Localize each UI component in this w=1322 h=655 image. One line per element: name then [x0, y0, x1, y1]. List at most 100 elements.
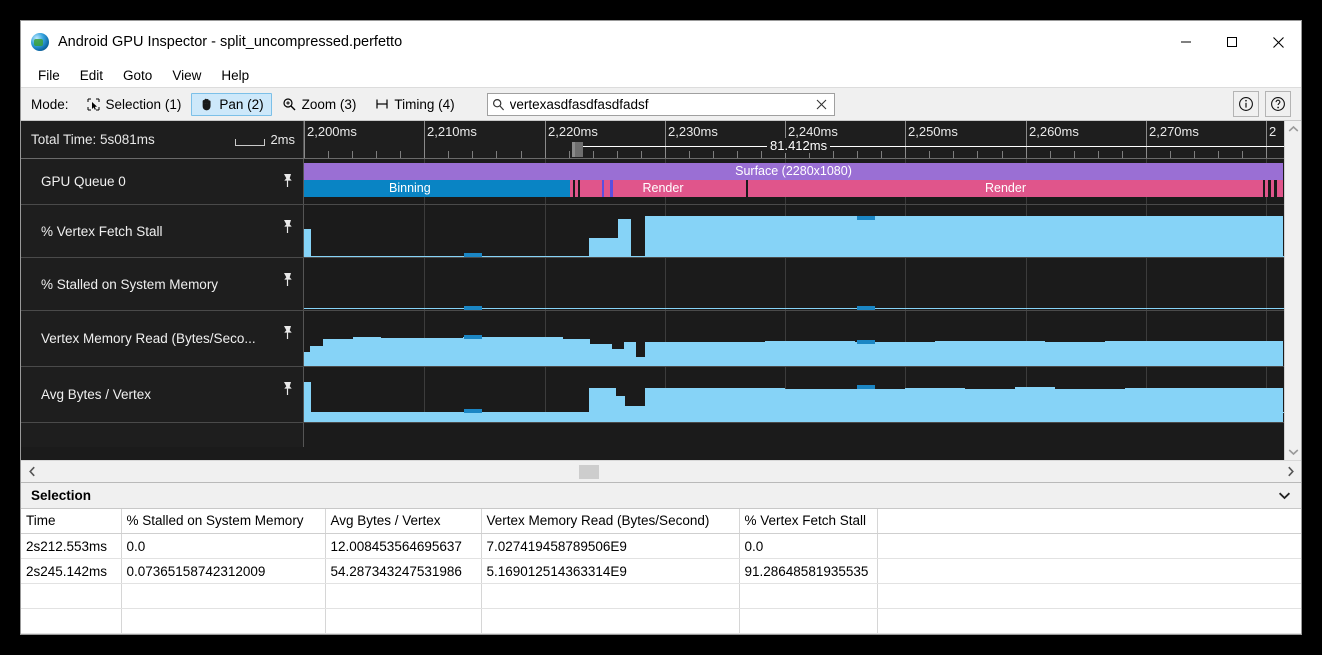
slice-marker[interactable]	[602, 180, 604, 197]
search-input[interactable]	[509, 96, 810, 112]
column-header-time[interactable]: Time	[21, 508, 122, 534]
table-row[interactable]	[21, 608, 1301, 634]
track-canvas-vertex-memory-read[interactable]	[304, 311, 1284, 366]
timeline-vertical-scrollbar[interactable]	[1284, 121, 1301, 460]
cell-avg-bytes-vertex: 54.287343247531986	[325, 558, 482, 584]
cell-avg-bytes-vertex	[325, 583, 482, 609]
slice-gap[interactable]	[570, 180, 573, 197]
slice-surface[interactable]: Surface (2280x1080)	[304, 163, 1283, 180]
timeline-body: Total Time: 5s081ms 2ms 2,200ms 2,210ms	[21, 121, 1301, 460]
menu-help[interactable]: Help	[221, 67, 250, 83]
selection-icon	[86, 97, 101, 112]
table-row[interactable]: 2s212.553ms 0.0 12.008453564695637 7.027…	[21, 533, 1301, 559]
measurement-flag-icon[interactable]	[572, 142, 583, 157]
track-canvas-stalled-system-memory[interactable]	[304, 258, 1284, 310]
chevron-right-icon[interactable]	[1279, 461, 1301, 482]
selection-header[interactable]: Selection	[21, 481, 1301, 509]
track-row[interactable]: % Vertex Fetch Stall	[21, 205, 1284, 258]
slice-render-a[interactable]: Render	[580, 180, 746, 197]
search-box[interactable]	[486, 92, 835, 116]
track-label-avg-bytes-vertex[interactable]: Avg Bytes / Vertex	[21, 367, 304, 422]
track-label-gpu-queue-0[interactable]: GPU Queue 0	[21, 159, 304, 204]
counter-step	[304, 382, 311, 422]
timeline-canvas[interactable]: Total Time: 5s081ms 2ms 2,200ms 2,210ms	[21, 121, 1284, 460]
counter-step	[1045, 342, 1105, 366]
maximize-icon[interactable]	[1209, 21, 1255, 63]
ruler-left-header: Total Time: 5s081ms 2ms	[21, 121, 304, 158]
chevron-down-icon[interactable]	[1278, 491, 1291, 500]
track-row[interactable]: GPU Queue 0 Surface (	[21, 159, 1284, 205]
track-label-vertex-fetch-stall[interactable]: % Vertex Fetch Stall	[21, 205, 304, 257]
chevron-down-icon[interactable]	[1285, 443, 1301, 460]
slice-render-b[interactable]: Render	[748, 180, 1263, 197]
slice-gap[interactable]	[575, 180, 578, 197]
info-icon[interactable]	[1233, 91, 1259, 117]
slice-marker[interactable]	[1265, 180, 1268, 197]
column-header-vertex-memory-read[interactable]: Vertex Memory Read (Bytes/Second)	[481, 508, 740, 534]
measurement-line	[574, 146, 1284, 147]
minimize-icon[interactable]	[1163, 21, 1209, 63]
slice-marker[interactable]	[1277, 180, 1283, 197]
counter-step	[645, 342, 765, 366]
slice-marker[interactable]	[610, 180, 613, 197]
pin-icon[interactable]	[282, 219, 293, 239]
mode-zoom-button[interactable]: Zoom (3)	[274, 93, 365, 116]
menu-file[interactable]: File	[38, 67, 60, 83]
pin-icon[interactable]	[282, 173, 293, 193]
track-row[interactable]: Avg Bytes / Vertex	[21, 367, 1284, 423]
clear-icon[interactable]	[810, 99, 834, 110]
table-row[interactable]: 2s245.142ms 0.07365158742312009 54.28734…	[21, 558, 1301, 584]
track-label-stalled-system-memory[interactable]: % Stalled on System Memory	[21, 258, 304, 310]
counter-step	[785, 389, 905, 422]
horizontal-scroll-thumb[interactable]	[579, 464, 599, 479]
cell-vertex-fetch-stall: 91.28648581935535	[739, 558, 878, 584]
window-title: Android GPU Inspector - split_uncompress…	[58, 34, 403, 50]
menu-edit[interactable]: Edit	[79, 67, 104, 83]
cell-blank	[877, 608, 1301, 634]
pin-icon[interactable]	[282, 325, 293, 345]
tick-label-4: 2,240ms	[788, 124, 838, 139]
table-row[interactable]	[21, 583, 1301, 609]
track-name: GPU Queue 0	[41, 174, 126, 189]
counter-step	[624, 342, 636, 366]
track-canvas-gpu-queue-0[interactable]: Surface (2280x1080) Binning Rende	[304, 159, 1284, 204]
selection-title: Selection	[31, 487, 92, 503]
menu-view[interactable]: View	[172, 67, 202, 83]
cell-time	[21, 583, 122, 609]
chevron-left-icon[interactable]	[21, 461, 43, 482]
column-header-stalled-system-memory[interactable]: % Stalled on System Memory	[121, 508, 326, 534]
timeline-panel: Total Time: 5s081ms 2ms 2,200ms 2,210ms	[21, 121, 1301, 482]
chevron-up-icon[interactable]	[1285, 121, 1301, 138]
counter-step	[636, 357, 645, 366]
slice-marker[interactable]	[1271, 180, 1274, 197]
counter-step	[765, 341, 855, 366]
horizontal-scroll-track[interactable]	[43, 461, 1279, 482]
slice-binning[interactable]: Binning	[304, 180, 570, 197]
track-row[interactable]: Vertex Memory Read (Bytes/Seco...	[21, 311, 1284, 367]
column-header-vertex-fetch-stall[interactable]: % Vertex Fetch Stall	[739, 508, 878, 534]
menu-goto[interactable]: Goto	[123, 67, 153, 83]
pin-icon[interactable]	[282, 272, 293, 292]
mode-pan-button[interactable]: Pan (2)	[191, 92, 272, 116]
track-canvas-vertex-fetch-stall[interactable]	[304, 205, 1284, 257]
column-header-avg-bytes-vertex[interactable]: Avg Bytes / Vertex	[325, 508, 482, 534]
mode-timing-button[interactable]: Timing (4)	[366, 93, 462, 116]
track-label-vertex-memory-read[interactable]: Vertex Memory Read (Bytes/Seco...	[21, 311, 304, 366]
pin-icon[interactable]	[282, 381, 293, 401]
counter-step	[323, 339, 353, 366]
track-row[interactable]: % Stalled on System Memory	[21, 258, 1284, 311]
column-header-blank[interactable]	[877, 508, 1301, 534]
cell-vertex-memory-read	[481, 583, 740, 609]
help-icon[interactable]	[1265, 91, 1291, 117]
counter-step	[625, 406, 645, 422]
selection-marker	[857, 340, 875, 344]
slice-render-b-label: Render	[985, 181, 1026, 195]
mode-selection-button[interactable]: Selection (1)	[78, 93, 190, 116]
selection-table: Time % Stalled on System Memory Avg Byte…	[21, 508, 1301, 634]
track-canvas-avg-bytes-vertex[interactable]	[304, 367, 1284, 422]
total-time-label: Total Time: 5s081ms	[31, 132, 155, 147]
close-icon[interactable]	[1255, 21, 1301, 63]
timeline-horizontal-scrollbar[interactable]	[21, 459, 1301, 482]
time-ruler[interactable]: Total Time: 5s081ms 2ms 2,200ms 2,210ms	[21, 121, 1284, 159]
tick-label-2: 2,220ms	[548, 124, 598, 139]
